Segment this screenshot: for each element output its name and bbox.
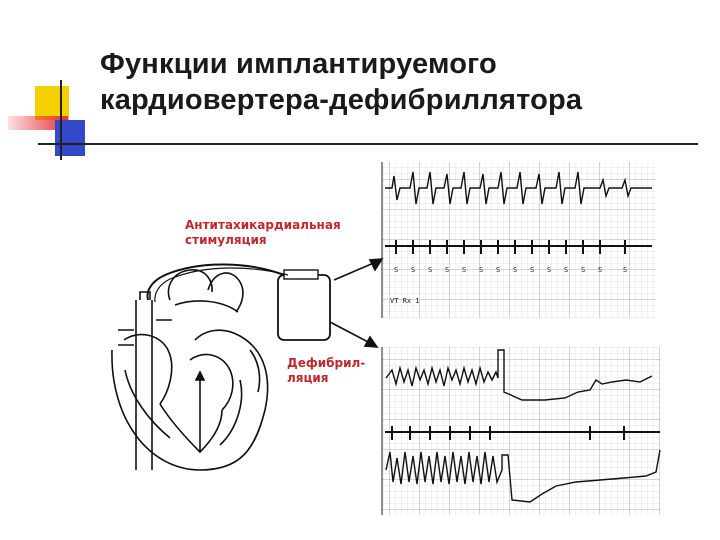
- svg-text:S: S: [428, 266, 432, 274]
- svg-text:S: S: [411, 266, 415, 274]
- arrow-right-icon: [329, 258, 384, 348]
- ecg-strip-atp: S S S S S S S S S S S S S S VT Rx 1: [381, 162, 656, 318]
- accent-vertical-line: [60, 80, 62, 160]
- label-defib-line-1: Дефибрил-: [287, 356, 366, 370]
- heart-diagram-icon: [111, 269, 269, 471]
- svg-text:S: S: [564, 266, 568, 274]
- svg-text:S: S: [547, 266, 551, 274]
- ecg-strip-defibrillation: [381, 347, 661, 515]
- slide-title: Функции имплантируемого кардиовертера-де…: [100, 46, 700, 118]
- label-atp-line-1: Антитахикардиальная: [185, 218, 341, 232]
- ecg-trace-atp-top: [385, 171, 652, 205]
- svg-text:S: S: [496, 266, 500, 274]
- label-defibrillation: Дефибрил- ляция: [287, 356, 367, 386]
- accent-horizontal-line: [38, 143, 698, 145]
- accent-red-bar: [8, 116, 68, 130]
- svg-text:S: S: [623, 266, 627, 274]
- label-atp-line-2: стимуляция: [185, 233, 267, 247]
- ecg-trace-atp-markers: [385, 240, 652, 254]
- ecg-trace-defib-bottom: [385, 449, 661, 503]
- label-defib-line-2: ляция: [287, 371, 329, 385]
- title-line-1: Функции имплантируемого: [100, 48, 497, 80]
- ecg-strip-note: VT Rx 1: [390, 297, 420, 305]
- icd-device-icon: [146, 263, 331, 341]
- svg-text:S: S: [513, 266, 517, 274]
- svg-text:S: S: [530, 266, 534, 274]
- svg-text:S: S: [598, 266, 602, 274]
- svg-text:S: S: [445, 266, 449, 274]
- label-antitachycardia-pacing: Антитахикардиальная стимуляция: [185, 218, 385, 248]
- svg-text:S: S: [581, 266, 585, 274]
- svg-text:S: S: [462, 266, 466, 274]
- accent-yellow-square: [35, 86, 69, 120]
- svg-text:S: S: [479, 266, 483, 274]
- title-line-2: кардиовертера-дефибриллятора: [100, 84, 583, 116]
- ecg-trace-defib-top: [385, 349, 653, 401]
- ecg-trace-defib-markers: [385, 426, 660, 440]
- svg-text:S: S: [394, 266, 398, 274]
